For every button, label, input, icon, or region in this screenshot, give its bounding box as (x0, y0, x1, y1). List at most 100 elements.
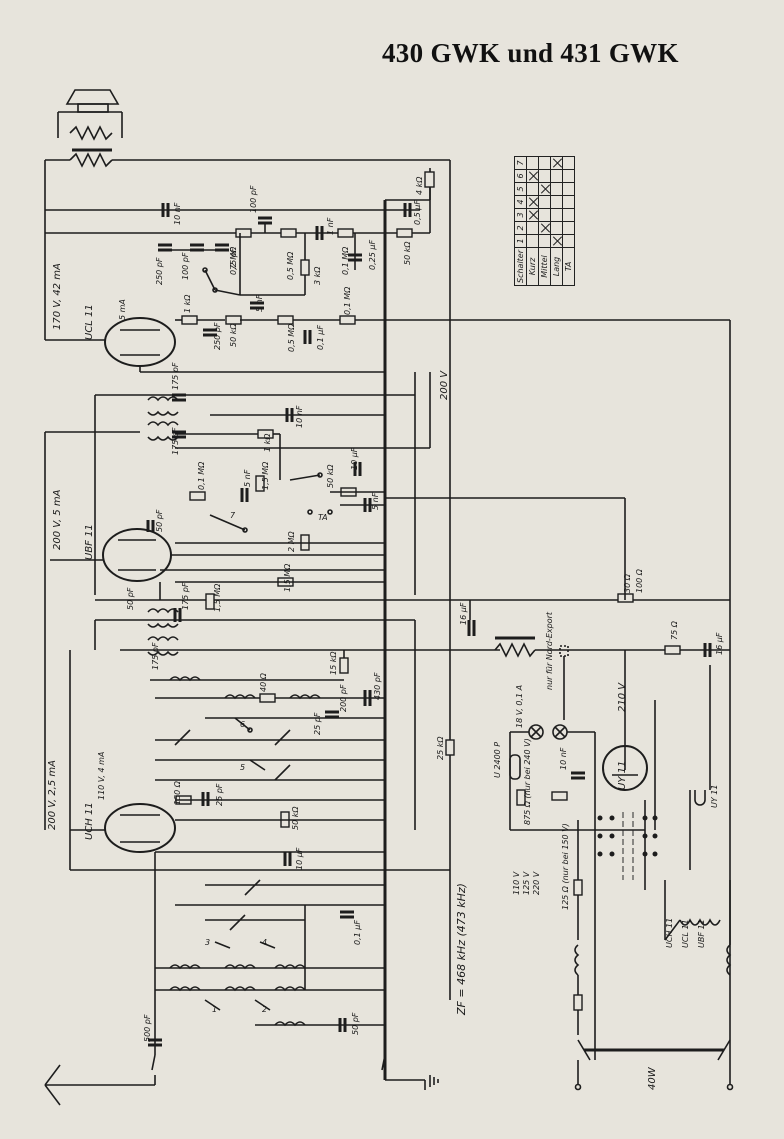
label-c-1nf: 1 nF (326, 217, 335, 235)
label-c-175pf-d: 175 pF (151, 642, 160, 670)
label-c-01uf-ant: 0,1 µF (353, 920, 362, 945)
label-c-05uf-top: 0,5 µF (413, 200, 422, 225)
label-mains-220: 220 V (532, 871, 541, 895)
switch-cell (562, 234, 575, 248)
switch-row-label: Lang (550, 247, 563, 286)
switch-col-3: 3 (514, 208, 527, 222)
label-mains-125: 125 V (522, 871, 531, 895)
label-heater-ubf11: UBF 11 (697, 919, 706, 948)
label-r-1k-mid: 1 kΩ (263, 433, 272, 452)
switch-cell (562, 156, 575, 170)
label-c-16uf-b: 16 µF (715, 632, 724, 655)
label-r-01m-ubf: 0,1 MΩ (197, 461, 206, 490)
switch-row-lang: Lang (550, 156, 563, 286)
ground-icon (424, 1075, 439, 1090)
label-c-50pf-ant: 50 pF (351, 1012, 360, 1035)
label-c-250pf: 250 pF (155, 257, 164, 285)
label-c-175pf-c: 175 pF (181, 582, 190, 610)
tube-ubf11 (102, 528, 172, 582)
label-switch-4: 4 (262, 938, 267, 947)
switch-table-header: Schalter (514, 247, 527, 286)
switch-cell (526, 195, 539, 209)
tube-u2400p (509, 754, 521, 780)
label-b-plus: 200 V (439, 370, 450, 400)
label-c-5nf-ucl: 5 nF (255, 294, 264, 312)
label-switch-5: 5 (240, 763, 245, 772)
antenna-icon (44, 1064, 156, 1106)
label-r-75: 75 Ω (670, 620, 679, 640)
switch-cell (550, 169, 563, 183)
switch-cell (550, 182, 563, 196)
switch-row-ta: TA (562, 156, 575, 286)
switch-cell (538, 234, 551, 248)
label-r-150: 150 Ω (173, 780, 182, 805)
label-ubf11: UBF 11 (84, 524, 95, 560)
label-c-10nf-pwr: 10 nF (559, 747, 568, 770)
switch-row-kurz: Kurz (526, 156, 539, 286)
label-r-40: 40 Ω (259, 672, 268, 692)
label-heater: 40W (647, 1066, 658, 1090)
switch-row-label: Kurz (526, 247, 539, 286)
label-switch-2: 2 (262, 1005, 267, 1014)
tube-uch11 (104, 803, 176, 853)
switch-table: Schalter 1 2 3 4 5 6 7 Kurz Mittel Lang … (514, 155, 575, 286)
label-c-10uf: 10 µF (350, 447, 359, 470)
label-c-430pf: 430 pF (373, 672, 382, 700)
switch-col-4: 4 (514, 195, 527, 209)
label-if-frequency: ZF = 468 kHz (473 kHz) (455, 883, 468, 1016)
label-c-10nf-top: 10 nF (173, 202, 182, 225)
label-c-10nf-mid: 10 nF (295, 405, 304, 428)
label-switch-1: 1 (212, 1005, 217, 1014)
label-switch-6: 6 (240, 720, 245, 729)
label-rectifier-voltage: 210 V (617, 682, 628, 712)
label-c-025uf: 0,25 µF (368, 240, 377, 270)
switch-cell (538, 221, 551, 235)
label-uy11: UY 11 (617, 761, 628, 790)
label-switch-7: 7 (230, 511, 236, 520)
label-r-30: 30 Ω (623, 573, 632, 593)
label-r-01m-b: 0,1 MΩ (343, 286, 352, 315)
switch-cell (562, 221, 575, 235)
switch-cell (538, 208, 551, 222)
label-c-25pf-b: 25 pF (215, 783, 224, 806)
label-r-01m: 0,1 MΩ (341, 246, 350, 275)
switch-col-7: 7 (514, 156, 527, 170)
label-ta: TA (318, 513, 328, 522)
switch-row-mittel: Mittel (538, 156, 551, 286)
label-c-5nf-ubf: 5 nF (243, 469, 252, 487)
label-r-15k: 15 kΩ (329, 651, 338, 675)
switch-cell (550, 156, 563, 170)
label-c-500pf: 500 pF (143, 1014, 152, 1042)
label-r-05m: 0,5 MΩ (286, 251, 295, 280)
label-ucl11-screen: 5 mA (118, 299, 127, 320)
label-c-175pf-b: 175 pF (171, 427, 180, 455)
switch-cell (526, 156, 539, 170)
voltage-selector (597, 812, 658, 880)
switch-cell (550, 195, 563, 209)
label-c-16uf-a: 16 µF (459, 602, 468, 625)
switch-cell (526, 169, 539, 183)
label-heater-uch11: UCH 11 (665, 918, 674, 948)
switch-cell (526, 208, 539, 222)
label-uch11: UCH 11 (84, 802, 95, 840)
switch-cell (550, 221, 563, 235)
switch-row-label: Mittel (538, 247, 551, 286)
switch-row-label: TA (562, 247, 575, 286)
label-c-200pf: 200 pF (339, 684, 348, 712)
label-c-250pf-b: 250 pF (213, 322, 222, 350)
label-c-25pf: 25 pF (313, 712, 322, 735)
label-r-15m-b: 1,5 MΩ (283, 563, 292, 592)
label-c-100pf: 100 pF (181, 252, 190, 280)
label-r-1k-ucl: 1 kΩ (183, 294, 192, 313)
switch-col-6: 6 (514, 169, 527, 183)
switch-cell (562, 169, 575, 183)
label-r-4k: 4 kΩ (415, 176, 424, 195)
label-r-15m-ubf: 1,5 MΩ (261, 461, 270, 490)
label-ubf11-voltage: 200 V, 5 mA (52, 489, 63, 550)
switch-cell (538, 156, 551, 170)
label-r-02m: 0,2 MΩ (229, 246, 238, 275)
label-r-50k-ucl: 50 kΩ (229, 323, 238, 347)
label-c-10uf-uch: 10 µF (295, 847, 304, 870)
label-r-05m-ucl: 0,5 MΩ (287, 323, 296, 352)
